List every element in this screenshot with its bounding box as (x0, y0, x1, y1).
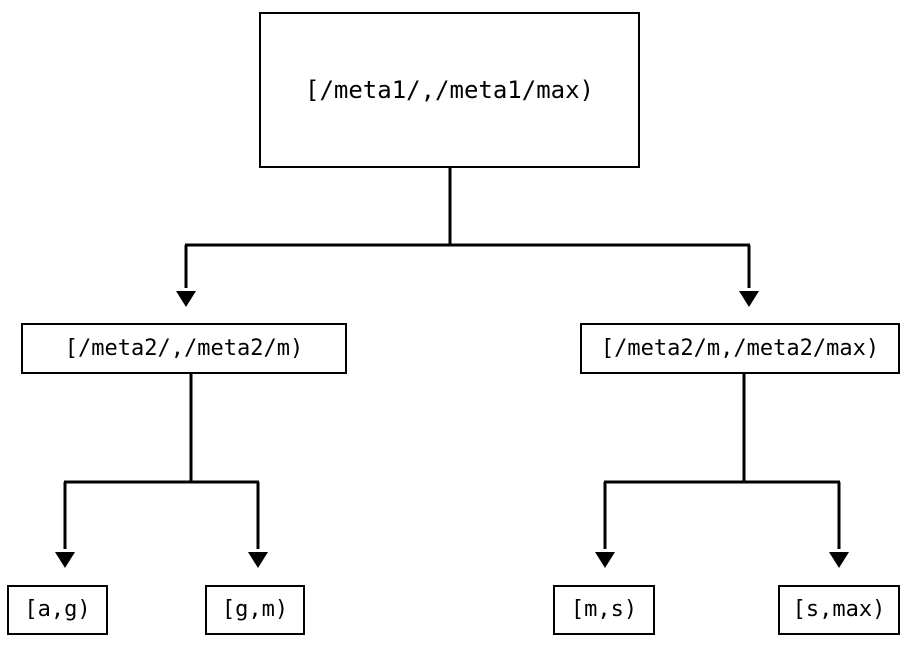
tree-node-mid-left-label: [/meta2/,/meta2/m) (64, 335, 304, 361)
tree-node-root-label: [/meta1/,/meta1/max) (305, 76, 594, 104)
tree-node-leaf-ms[interactable]: [m,s) (553, 585, 655, 635)
tree-node-leaf-ag-label: [a,g) (24, 597, 91, 622)
arrowhead-midright-to-leafms-icon (595, 552, 615, 568)
tree-node-mid-left[interactable]: [/meta2/,/meta2/m) (21, 323, 347, 374)
arrowhead-root-to-midright-icon (739, 291, 759, 307)
arrowhead-midleft-to-leafgm-icon (248, 552, 268, 568)
tree-node-leaf-gm-label: [g,m) (221, 597, 289, 622)
edge-midright-to-children (595, 374, 849, 568)
tree-node-leaf-gm[interactable]: [g,m) (205, 585, 305, 635)
tree-node-leaf-ag[interactable]: [a,g) (7, 585, 108, 635)
tree-node-mid-right-label: [/meta2/m,/meta2/max) (600, 335, 880, 361)
arrowhead-midleft-to-leafag-icon (55, 552, 75, 568)
tree-node-leaf-smax[interactable]: [s,max) (778, 585, 900, 635)
edge-root-to-children (176, 168, 759, 307)
tree-node-leaf-ms-label: [m,s) (570, 597, 638, 622)
tree-node-mid-right[interactable]: [/meta2/m,/meta2/max) (580, 323, 900, 374)
arrowhead-midright-to-leafsmax-icon (829, 552, 849, 568)
tree-node-root[interactable]: [/meta1/,/meta1/max) (259, 12, 640, 168)
edge-midleft-to-children (55, 374, 268, 568)
tree-node-leaf-smax-label: [s,max) (792, 597, 886, 622)
arrowhead-root-to-midleft-icon (176, 291, 196, 307)
